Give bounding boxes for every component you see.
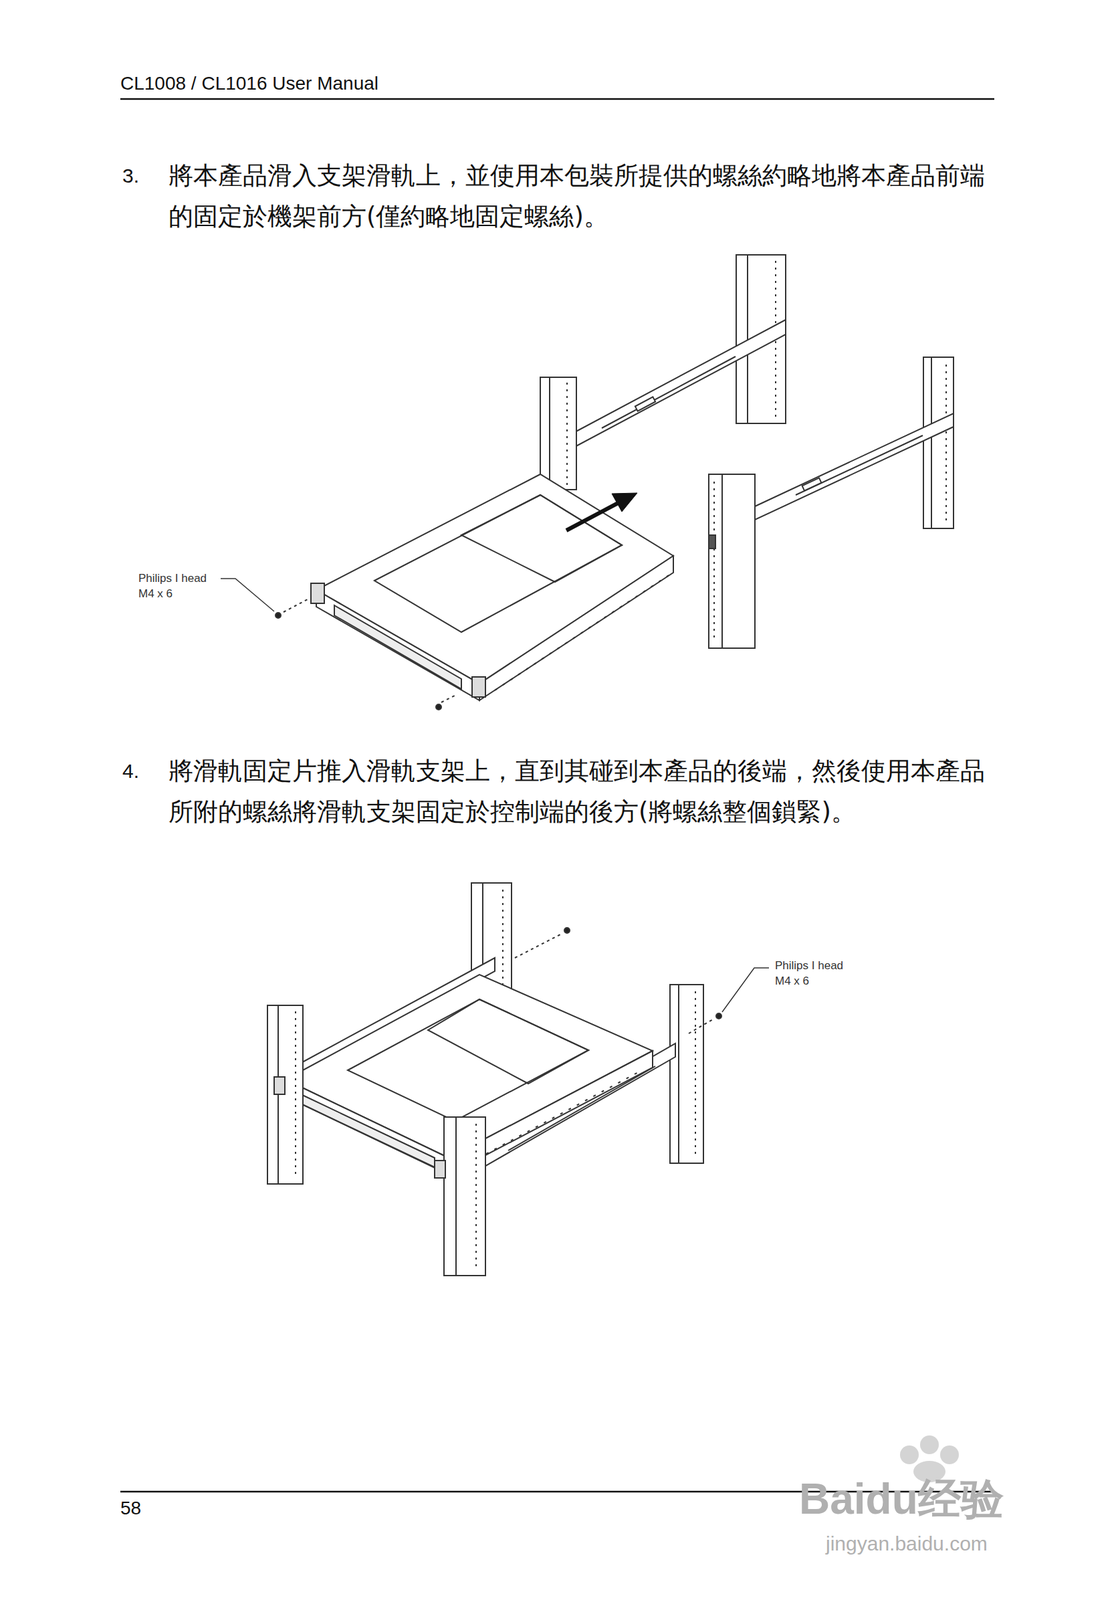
leader-line [220, 578, 275, 612]
rack-post [267, 1004, 303, 1184]
page-rules [120, 98, 995, 1492]
rack-post [708, 474, 755, 648]
callout-label: M4 x 6 [773, 973, 811, 989]
rack-figure-2 [267, 882, 769, 1276]
slide-rail [550, 319, 786, 460]
kvm-unit [310, 474, 674, 701]
step-number: 4. [122, 750, 140, 792]
step-text: 將滑軌固定片推入滑軌支架上，直到其碰到本產品的後端，然後使用本產品所附的螺絲將滑… [168, 750, 998, 832]
watermark: jingyan.baidu.com [825, 1531, 988, 1556]
screw [275, 598, 455, 710]
rack-figure-1 [220, 254, 954, 710]
rack-post [923, 357, 954, 529]
screw [514, 927, 722, 1034]
push-arrow [566, 492, 638, 531]
rack-post [434, 1116, 486, 1276]
step-number: 3. [122, 155, 140, 196]
callout-label: M4 x 6 [137, 586, 174, 602]
step-text: 將本產品滑入支架滑軌上，並使用本包裝所提供的螺絲約略地將本產品前端的固定於機架前… [168, 155, 998, 237]
rack-post [540, 377, 577, 490]
callout-label: Philips I head [773, 958, 845, 973]
rack-post [669, 984, 704, 1163]
running-header: CL1008 / CL1016 User Manual [120, 72, 379, 95]
page-number: 58 [120, 1496, 142, 1520]
slide-rail [754, 413, 954, 520]
leader-line [722, 967, 769, 1012]
callout-label: Philips I head [137, 571, 208, 586]
watermark: Baidu经验 [799, 1474, 1004, 1523]
